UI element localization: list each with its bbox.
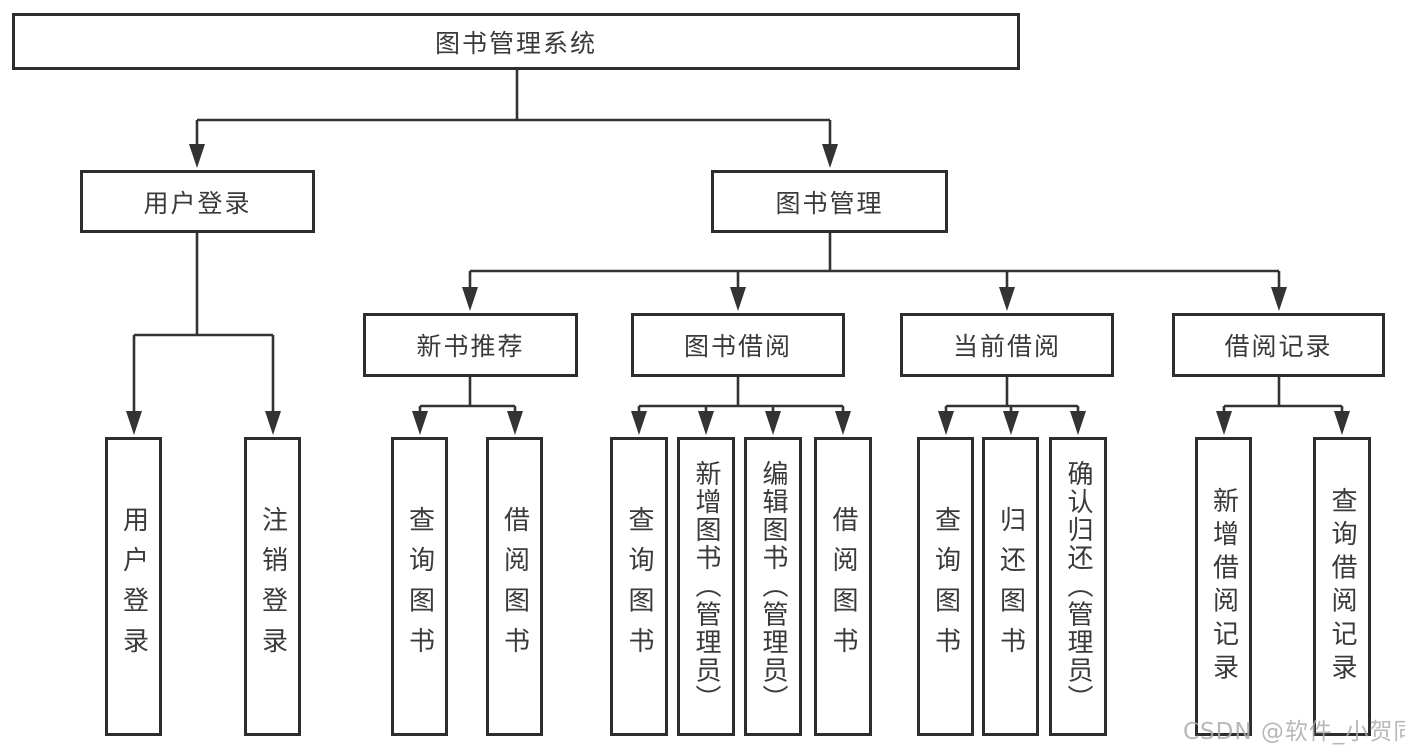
connector-new-books-split (412, 377, 523, 435)
arrowhead-icon (938, 411, 954, 435)
leaf-edit-books-admin: 编辑图书（管理员） (744, 437, 802, 736)
arrowhead-icon (189, 144, 205, 168)
leaf-borrow-books-newbooks: 借阅图书 (486, 437, 543, 736)
connector-borrow-records-split (1216, 377, 1350, 435)
arrowhead-icon (1003, 411, 1019, 435)
arrowhead-icon (698, 411, 714, 435)
node-borrowing-records: 借阅记录 (1172, 313, 1385, 377)
arrowhead-icon (507, 411, 523, 435)
node-user-login: 用户登录 (80, 170, 315, 233)
arrowhead-icon (1271, 287, 1287, 311)
leaf-query-books-current: 查询图书 (917, 437, 974, 736)
leaf-return-books: 归还图书 (982, 437, 1039, 736)
arrowhead-icon (1070, 411, 1086, 435)
leaf-add-books-admin: 新增图书（管理员） (677, 437, 735, 736)
connector-book-borrowing-split (631, 377, 851, 435)
arrowhead-icon (412, 411, 428, 435)
node-book-management: 图书管理 (711, 170, 948, 233)
node-new-book-recommendation: 新书推荐 (363, 313, 578, 377)
leaf-user-login: 用户登录 (105, 437, 162, 736)
connector-user-login-split (126, 233, 281, 435)
node-library-system: 图书管理系统 (12, 13, 1020, 70)
connector-current-borrowing-split (938, 377, 1086, 435)
arrowhead-icon (765, 411, 781, 435)
leaf-logout: 注销登录 (244, 437, 301, 736)
connector-book-management-split (462, 233, 1287, 311)
node-book-borrowing: 图书借阅 (631, 313, 845, 377)
arrowhead-icon (265, 411, 281, 435)
arrowhead-icon (999, 287, 1015, 311)
leaf-query-books-borrowing: 查询图书 (610, 437, 668, 736)
node-current-borrowing: 当前借阅 (900, 313, 1114, 377)
connector-root-split (189, 70, 838, 168)
leaf-query-books-newbooks: 查询图书 (391, 437, 448, 736)
arrowhead-icon (835, 411, 851, 435)
arrowhead-icon (822, 144, 838, 168)
arrowhead-icon (1216, 411, 1232, 435)
leaf-query-borrow-record: 查询借阅记录 (1313, 437, 1371, 736)
arrowhead-icon (126, 411, 142, 435)
csdn-watermark: CSDN @软件_小贺同学 (1183, 719, 1405, 745)
leaf-confirm-return-admin: 确认归还（管理员） (1049, 437, 1107, 736)
arrowhead-icon (730, 287, 746, 311)
leaf-add-borrow-record: 新增借阅记录 (1195, 437, 1252, 736)
arrowhead-icon (462, 287, 478, 311)
arrowhead-icon (631, 411, 647, 435)
arrowhead-icon (1334, 411, 1350, 435)
leaf-borrow-books-borrowing: 借阅图书 (814, 437, 872, 736)
